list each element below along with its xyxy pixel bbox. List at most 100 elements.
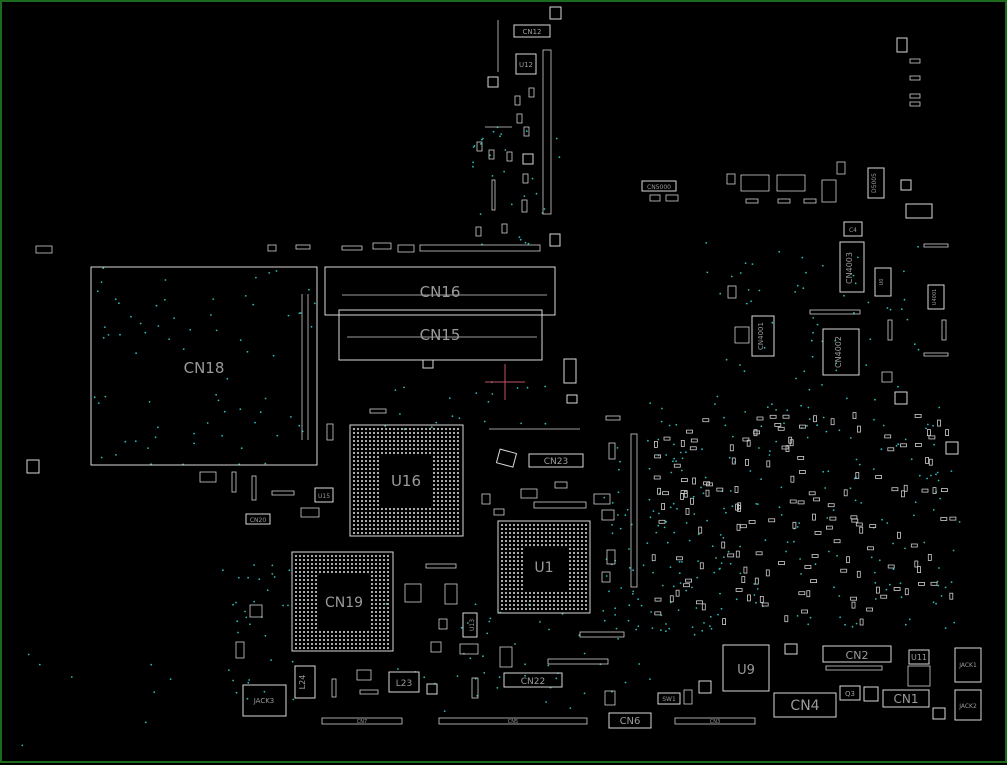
small-part [941, 319, 947, 341]
cn20-component[interactable]: CN20 [245, 513, 271, 525]
small-part [444, 583, 458, 605]
pad-row-top [35, 242, 541, 254]
u0-component[interactable]: U0 [874, 267, 892, 297]
u0-label: U0 [879, 279, 885, 286]
small-part [593, 493, 611, 505]
cn4001-label: CN4001 [757, 322, 765, 350]
jack3-component[interactable]: JACK3 [242, 684, 287, 717]
pad-square [945, 441, 959, 455]
cn4-label: CN4 [790, 698, 819, 714]
u9-label: U9 [737, 663, 755, 678]
pad-row [579, 631, 625, 638]
cn7-label: CN7 [357, 719, 367, 725]
cn16-component[interactable]: CN16 [324, 266, 556, 316]
pad-square [495, 448, 518, 468]
pad-square [900, 179, 912, 191]
u4001-component[interactable]: U4001 [927, 284, 945, 310]
u11-component[interactable]: U11 [908, 649, 930, 665]
l23-label: L23 [396, 679, 412, 689]
cn16-label: CN16 [420, 283, 461, 301]
pad-square [563, 358, 577, 384]
pad-square [896, 37, 908, 53]
small-part [331, 678, 337, 698]
cn5-label: CN5 [508, 719, 518, 725]
sw1-component[interactable]: SW1 [657, 692, 681, 705]
cn23-component[interactable]: CN23 [528, 453, 584, 468]
pad-square [698, 680, 712, 694]
pad-square [26, 459, 40, 474]
pad-square [522, 153, 534, 165]
u1-cpu-label: U1 [534, 560, 553, 576]
cn6-label: CN6 [620, 716, 641, 727]
u1-cpu-component[interactable]: U1 [497, 520, 591, 614]
edge-connector-vertical [542, 49, 552, 215]
cn12-component[interactable]: CN12 [513, 24, 551, 38]
small-part [881, 371, 893, 383]
u1-ball-grid [500, 523, 588, 611]
cn4001-component[interactable]: CN4001 [751, 315, 775, 357]
u15-label: U15 [318, 493, 330, 500]
c4-component[interactable]: C4 [843, 221, 863, 237]
cn19-label: CN19 [325, 595, 363, 611]
small-part [726, 173, 736, 185]
small-part [235, 641, 245, 659]
cn5000-component[interactable]: CN5000 [641, 180, 677, 192]
u12-label: U12 [519, 61, 533, 69]
d5005-component[interactable]: D5005 [867, 167, 885, 199]
cn7-component[interactable]: CN7 [321, 717, 403, 725]
small-part [887, 319, 893, 341]
q3-component[interactable]: Q3 [839, 685, 861, 701]
small-part [776, 174, 806, 192]
u13-component[interactable]: U13 [462, 612, 478, 638]
u16-component[interactable]: U16 [349, 424, 464, 537]
l23-component[interactable]: L23 [388, 671, 420, 693]
cn1-component[interactable]: CN1 [882, 689, 930, 708]
small-parts-top [475, 87, 535, 237]
small-part [520, 488, 538, 499]
small-part [604, 690, 616, 706]
l24-component[interactable]: L24 [294, 665, 316, 699]
jack2-component[interactable]: JACK2 [954, 689, 982, 721]
small-part [404, 583, 422, 603]
small-part [649, 194, 661, 202]
cn3-component[interactable]: CN3 [674, 717, 756, 725]
small-part [249, 604, 263, 618]
pad-square [894, 391, 908, 405]
u9-component[interactable]: U9 [722, 644, 770, 692]
u15-component[interactable]: U15 [314, 487, 334, 503]
jack3-label: JACK3 [253, 697, 275, 705]
small-part [734, 326, 750, 344]
cn6-component[interactable]: CN6 [608, 712, 652, 729]
small-part [605, 415, 621, 421]
q3-label: Q3 [845, 690, 855, 698]
pad-square [932, 707, 946, 720]
d5005-label: D5005 [871, 173, 878, 193]
cn19-component[interactable]: CN19 [291, 551, 394, 652]
cn4003-label: CN4003 [845, 252, 854, 284]
small-part [923, 352, 949, 357]
cn5000-label: CN5000 [647, 184, 671, 191]
cn4-component[interactable]: CN4 [773, 692, 837, 718]
cn5-component[interactable]: CN5 [438, 717, 588, 725]
cn4002-component[interactable]: CN4002 [822, 328, 860, 376]
u12-component[interactable]: U12 [515, 53, 537, 75]
l24-label: L24 [298, 675, 307, 690]
cn22-component[interactable]: CN22 [503, 672, 563, 688]
pad-row [825, 665, 883, 671]
cn4003-component[interactable]: CN4003 [839, 241, 865, 293]
cn15-component[interactable]: CN15 [338, 309, 543, 361]
cn2-component[interactable]: CN2 [822, 645, 892, 663]
small-part [499, 646, 513, 668]
cn15-label: CN15 [420, 326, 461, 344]
small-part [907, 665, 931, 687]
jack1-component[interactable]: JACK1 [954, 647, 982, 683]
small-part [683, 689, 693, 705]
u11-label: U11 [911, 653, 927, 662]
cn12-label: CN12 [522, 28, 541, 36]
sw1-label: SW1 [662, 696, 676, 703]
small-part [923, 243, 949, 248]
cn18-component[interactable]: CN18 [90, 266, 318, 466]
cn23-label: CN23 [544, 457, 568, 467]
